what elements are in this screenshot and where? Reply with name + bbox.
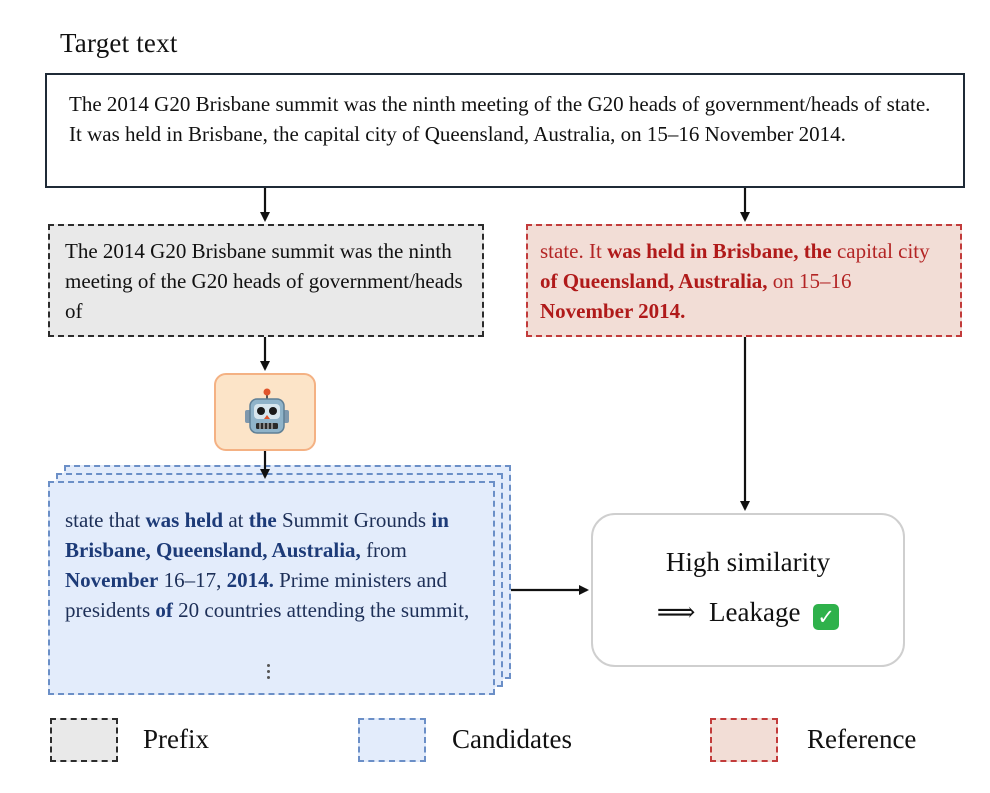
robot-icon bbox=[245, 388, 289, 434]
model-box bbox=[214, 373, 316, 451]
legend-candidates-label: Candidates bbox=[452, 724, 572, 754]
result-line: ⟹ Leakage ✓ bbox=[593, 597, 903, 630]
reference-segment: was held in Brisbane, the bbox=[607, 239, 832, 263]
candidates-segment: 2014. bbox=[226, 568, 274, 592]
candidates-segment: of bbox=[155, 598, 173, 622]
candidates-segment: November bbox=[65, 568, 159, 592]
target-text-box: The 2014 G20 Brisbane summit was the nin… bbox=[45, 73, 965, 188]
candidates-segment: Prime ministers and presidents bbox=[65, 568, 448, 622]
reference-segment: November 2014. bbox=[540, 299, 686, 323]
reference-segment: capital city bbox=[831, 239, 930, 263]
candidates-segment: Summit Grounds bbox=[276, 508, 432, 532]
candidates-segment: state that bbox=[65, 508, 146, 532]
candidates-segment: 16–17, bbox=[158, 568, 227, 592]
diagram-title: Target text bbox=[60, 28, 178, 58]
candidates-segment: from bbox=[360, 538, 407, 562]
legend-reference-label: Reference bbox=[807, 724, 917, 754]
reference-segment: on 15–16 bbox=[767, 269, 852, 293]
target-text: The 2014 G20 Brisbane summit was the nin… bbox=[69, 92, 931, 146]
candidates-text: state that was held at the Summit Ground… bbox=[65, 508, 469, 622]
candidates-box: state that was held at the Summit Ground… bbox=[48, 481, 495, 695]
result-box: High similarity ⟹ Leakage ✓ bbox=[591, 513, 905, 667]
reference-text: state. It was held in Brisbane, the capi… bbox=[540, 239, 930, 323]
prefix-text: The 2014 G20 Brisbane summit was the nin… bbox=[65, 239, 463, 323]
legend-prefix-swatch bbox=[50, 718, 118, 762]
legend-candidates-swatch bbox=[358, 718, 426, 762]
ellipsis-icon bbox=[262, 661, 274, 682]
candidates-segment: at bbox=[223, 508, 249, 532]
legend-prefix-label: Prefix bbox=[143, 724, 209, 754]
candidates-segment: the bbox=[248, 508, 277, 532]
result-title: High similarity bbox=[665, 547, 831, 577]
result-label: Leakage bbox=[709, 597, 801, 627]
prefix-box: The 2014 G20 Brisbane summit was the nin… bbox=[48, 224, 484, 337]
reference-segment: state. It bbox=[540, 239, 608, 263]
reference-box: state. It was held in Brisbane, the capi… bbox=[526, 224, 962, 337]
candidates-segment: 20 countries attending the summit, bbox=[172, 598, 470, 622]
candidates-segment: was held bbox=[145, 508, 224, 532]
implies-arrow-icon: ⟹ bbox=[656, 597, 696, 627]
check-icon: ✓ bbox=[813, 604, 840, 630]
legend-reference-swatch bbox=[710, 718, 778, 762]
candidates-segment: in Brisbane, Queensland, Australia, bbox=[65, 508, 449, 562]
reference-segment: of Queensland, Australia, bbox=[540, 269, 768, 293]
